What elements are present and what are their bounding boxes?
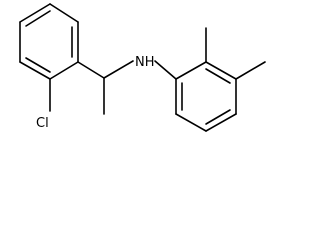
ring-a-bond-bottom-right [49, 61, 79, 80]
ring-a-double-bond-bottom [25, 57, 51, 73]
ring-b-bond-bottom-right [205, 113, 237, 132]
amine-atom-label: NH [135, 55, 155, 70]
chemical-structure-diagram: Cl NH [19, 3, 266, 132]
ring-a-bond-top-right [49, 3, 79, 23]
methine-to-nitrogen-bond [103, 60, 134, 79]
ring-b-double-bond-bottom [205, 109, 231, 125]
ring-b-bond-top-right [205, 61, 237, 80]
ring-to-methyl-right-bond [235, 61, 266, 80]
dimethylphenyl-ring [175, 61, 237, 132]
chlorophenyl-ring [19, 3, 79, 80]
ring-a-bond-bottom-left [19, 61, 51, 80]
ring-to-methine-bond [77, 61, 105, 79]
ring-b-bond-top [175, 61, 207, 80]
ring-a-double-bond-top [25, 10, 51, 27]
ring-b-double-bond-top [205, 68, 231, 84]
ring-a-bond-top [19, 3, 51, 23]
chlorine-atom-label: Cl [36, 116, 49, 131]
nitrogen-to-ring-bond [154, 60, 177, 80]
ring-b-bond-bottom-left [175, 113, 207, 132]
